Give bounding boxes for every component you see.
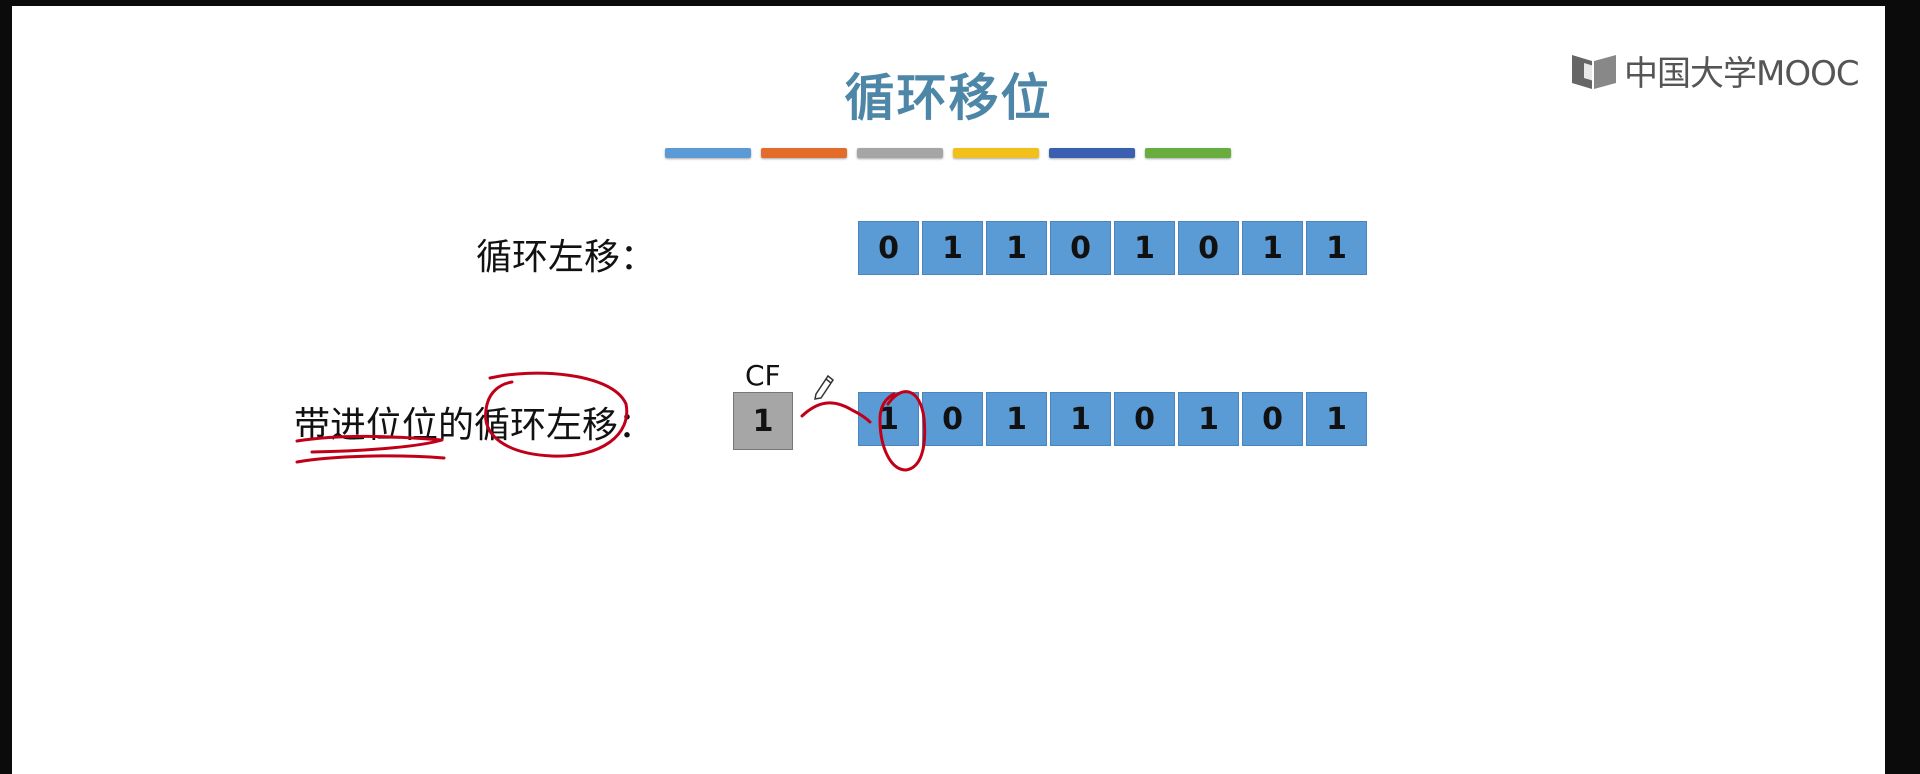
carry-flag-box: 1 — [733, 392, 793, 450]
rotate-left-carry-register: 1 0 1 1 0 1 0 1 — [858, 392, 1367, 446]
color-strip-segment-1 — [665, 148, 751, 158]
pencil-icon — [812, 372, 836, 404]
color-strip — [665, 148, 1231, 158]
bit-cell: 1 — [1306, 392, 1367, 446]
slide-canvas: 循环移位 中国大学MOOC 循环左移： 0 1 1 0 1 0 1 1 带进位位… — [12, 6, 1885, 774]
bit-cell: 0 — [858, 221, 919, 275]
color-strip-segment-5 — [1049, 148, 1135, 158]
bit-cell: 1 — [922, 221, 983, 275]
underline-stroke — [295, 454, 446, 464]
color-strip-segment-2 — [761, 148, 847, 158]
bit-cell: 1 — [1114, 221, 1175, 275]
logo-text: 中国大学MOOC — [1624, 54, 1860, 94]
slide-title: 循环移位 — [844, 68, 1053, 127]
rotate-left-register: 0 1 1 0 1 0 1 1 — [858, 221, 1367, 275]
bit-cell: 1 — [858, 392, 919, 446]
rotate-left-label: 循环左移： — [476, 237, 657, 278]
color-strip-segment-3 — [857, 148, 943, 158]
bit-cell: 1 — [1178, 392, 1239, 446]
bit-cell: 1 — [1306, 221, 1367, 275]
bit-cell: 1 — [1050, 392, 1111, 446]
window-edge-right — [1885, 0, 1920, 774]
bit-cell: 0 — [922, 392, 983, 446]
bit-cell: 1 — [1242, 221, 1303, 275]
bit-cell: 0 — [1242, 392, 1303, 446]
color-strip-segment-6 — [1145, 148, 1231, 158]
color-strip-segment-4 — [953, 148, 1039, 158]
cf-label: CF — [745, 359, 781, 392]
bit-cell: 0 — [1178, 221, 1239, 275]
mooc-logo: 中国大学MOOC — [1570, 46, 1860, 95]
bit-cell: 0 — [1050, 221, 1111, 275]
rotate-left-carry-label: 带进位位的循环左移： — [294, 405, 655, 446]
bit-cell: 1 — [986, 221, 1047, 275]
bit-cell: 1 — [986, 392, 1047, 446]
bit-cell: 0 — [1114, 392, 1175, 446]
mooc-book-icon — [1570, 51, 1620, 91]
